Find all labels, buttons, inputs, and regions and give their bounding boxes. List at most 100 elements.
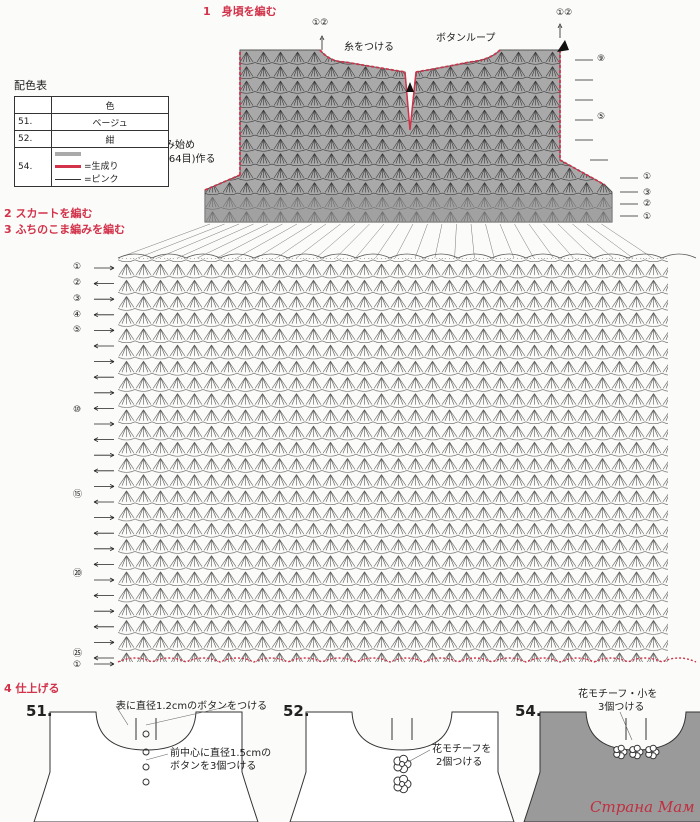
arrow-head [93,624,99,630]
placket [135,718,157,740]
join-line [394,223,414,259]
join-line [470,223,475,259]
join-line [157,223,240,259]
start-label-1: 編み始め [155,140,195,151]
row-color: ベージュ [51,113,169,131]
marker-row-1b: ① [643,212,652,222]
color-table-title: 配色表 [14,79,47,92]
up-arrow-left [319,35,325,50]
note-51-loop-button: 表に直径1.2cmのボタンをつける [116,701,268,712]
row-num: 54. [14,147,52,187]
small-flower-petal [649,744,657,752]
join-line [375,223,399,259]
section-title-skirt: 2 スカートを編む [4,207,93,220]
marker-row-5: ⑤ [597,112,606,122]
arrow-head [93,281,99,286]
arrow-head [93,530,99,536]
note-54-flower-2: 3個つける [598,702,645,713]
section-title-edging: 3 ふちのこま編みを編む [4,223,126,236]
arrow-head [93,562,99,567]
arrow-head [109,484,115,489]
front-button [142,778,150,786]
skirt-marker-3: ③ [73,294,82,304]
small-flower-petal [633,744,641,752]
arrow-head [109,640,115,645]
skirt-marker-10: ⑩ [73,405,82,415]
arrow-head [109,421,115,427]
button-loop-label: ボタンループ [436,33,496,44]
skirt-marker-5: ⑤ [73,325,82,335]
join-line [557,223,594,259]
top-right-marker-triangle [557,40,569,52]
skirt-marker-4: ④ [73,310,82,320]
garment-outline [33,711,259,822]
join-line [355,223,385,259]
note-52-flower-1: 花モチーフを [432,744,492,755]
placket [391,718,413,740]
arrow-head [93,499,99,505]
join-line [528,223,554,259]
arrow-head [93,468,99,474]
arrow-head [93,593,99,598]
note-51-front-buttons-1: 前中心に直径1.5cmの [170,748,272,759]
arrow-head [109,328,115,333]
leader-54 [619,711,633,741]
thread-label: 糸をつける [344,42,394,53]
swatch-red: =生成り [55,159,165,172]
skirt-marker-2: ② [73,278,82,288]
arrow-head [109,608,115,614]
flower-center [399,761,405,767]
leader-51b [145,753,169,761]
marker-top-right: ①② [556,8,573,18]
swatch-cream [55,149,165,159]
join-line [296,223,341,259]
join-line [572,223,614,259]
skirt-top-edge [117,253,697,259]
color-table: 色 51.ベージュ 52.紺 54. =生成り =ピンク [14,96,169,187]
note-54-flower-1: 花モチーフ・小を [578,689,658,700]
join-line [601,223,653,259]
loop-button [142,730,150,738]
marker-row-1: ① [643,172,652,182]
join-line [315,223,356,259]
section-title-finish: 4 仕上げる [4,682,60,695]
marker-row-9: ⑨ [597,54,606,64]
join-line [197,223,269,259]
marker-top-left: ①② [312,18,329,28]
front-button [142,748,150,756]
up-arrow-right [557,23,563,38]
watermark: Страна Мам [590,798,695,816]
leader-51a [115,705,231,726]
model-51-number: 51. [26,702,53,720]
join-line [236,223,298,259]
arrow-head [109,546,115,552]
arrow-head [93,343,99,349]
garment-52 [289,711,515,822]
skirt-marker-15: ⑮ [73,490,83,500]
arrow-head [93,312,99,318]
loop-marker-triangle [406,82,414,92]
join-line [414,223,428,259]
join-line [434,223,443,259]
join-line [543,223,574,259]
bodice-base-band [205,195,612,222]
arrow-head [93,437,99,442]
join-line [514,223,535,259]
garment-51 [33,711,259,822]
join-line [454,223,457,259]
join-line [216,223,283,259]
marker-row-3: ③ [643,188,652,198]
bodice-red-edging [204,49,606,191]
model-52-number: 52. [283,702,310,720]
arrow-head [109,577,115,583]
join-line [335,223,370,259]
swatch-black: =ピンク [55,172,165,185]
skirt-edge-arrow [94,661,115,667]
row-num: 51. [14,113,52,131]
arrow-head [109,452,115,458]
start-label-2: 鎖(64目)作る [155,154,216,165]
skirt-marker-20: ⑳ [73,569,83,579]
garment-outline [523,711,700,822]
